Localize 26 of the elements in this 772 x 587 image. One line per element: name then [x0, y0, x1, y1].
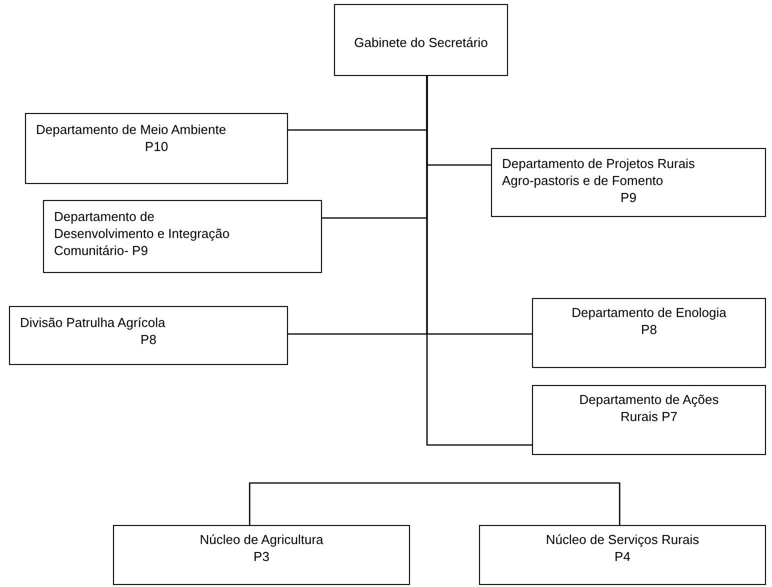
org-box [43, 200, 322, 273]
org-box [334, 4, 508, 76]
unit-code: P9 [620, 190, 638, 207]
connector-line [426, 76, 532, 446]
unit-code: P3 [252, 548, 270, 566]
unit-name: Departamento de Enologia [570, 305, 728, 322]
unit-name: Departamento de Desenvolvimento e Integração Comunitário- P9 [54, 209, 231, 260]
org-box [532, 385, 766, 455]
unit-name: Núcleo de Serviços Rurais [544, 532, 700, 549]
org-box [532, 298, 766, 368]
unit-code: P4 [614, 548, 632, 566]
unit-name: Departamento de Ações Rurais P7 [578, 392, 720, 426]
connector-line [248, 482, 620, 525]
unit-code: P10 [144, 138, 170, 156]
unit-name: Departamento de Projetos Rurais Agro-pastoris e de Fomento [502, 156, 696, 190]
unit-name: Núcleo de Agricultura [198, 532, 324, 549]
org-box [25, 113, 288, 184]
unit-name: Departamento de Meio Ambiente [36, 122, 228, 139]
unit-code: P8 [140, 332, 158, 349]
unit-name: Gabinete do Secretário [353, 35, 489, 52]
org-box [491, 148, 766, 217]
org-box [479, 525, 766, 585]
org-box [113, 525, 410, 585]
unit-code: P8 [640, 322, 658, 339]
unit-name: Divisão Patrulha Agrícola [20, 315, 166, 332]
org-box [9, 306, 288, 365]
